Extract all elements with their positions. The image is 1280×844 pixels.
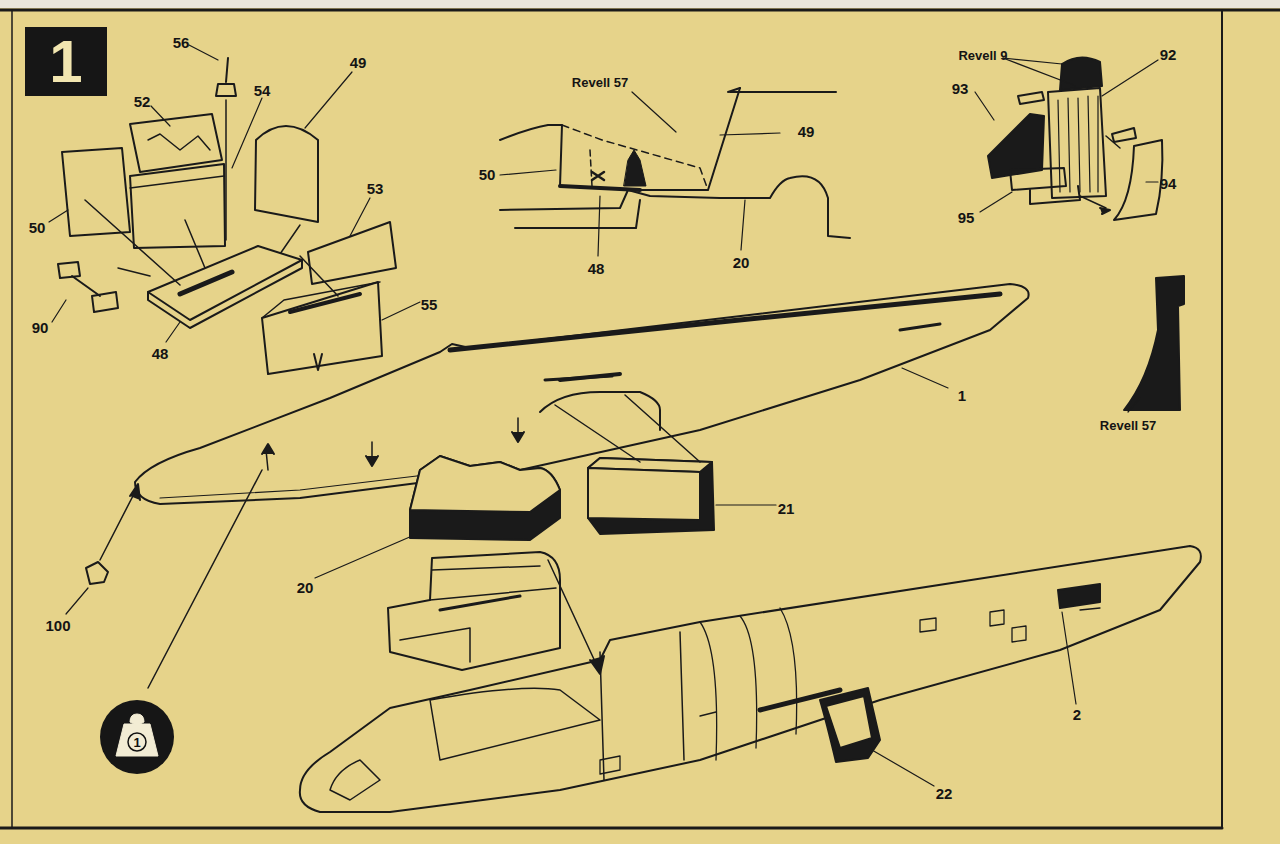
callout-number: 92	[1160, 47, 1177, 62]
callout-number: 54	[254, 83, 271, 98]
paint-reference: Revell 57	[572, 76, 628, 89]
callout-number: 20	[733, 255, 750, 270]
paint-reference: Revell 57	[1100, 419, 1156, 432]
weight-symbol: 1	[100, 700, 174, 774]
callout-number: 94	[1160, 176, 1177, 191]
callout-number: 48	[588, 261, 605, 276]
callout-number: 20	[297, 580, 314, 595]
paint-reference: Revell 9	[958, 49, 1007, 62]
callout-number: 50	[479, 167, 496, 182]
callout-number: 55	[421, 297, 438, 312]
callout-number: 52	[134, 94, 151, 109]
callout-number: 50	[29, 220, 46, 235]
callout-number: 21	[778, 501, 795, 516]
callout-number: 49	[798, 124, 815, 139]
callout-number: 93	[952, 81, 969, 96]
callout-number: 49	[350, 55, 367, 70]
callout-number: 1	[958, 388, 966, 403]
callout-number: 56	[173, 35, 190, 50]
callout-number: 48	[152, 346, 169, 361]
callout-number: 100	[45, 618, 70, 633]
step-number-box: 1	[25, 27, 107, 96]
callout-number: 90	[32, 320, 49, 335]
callout-number: 53	[367, 181, 384, 196]
callout-number: 95	[958, 210, 975, 225]
callout-number: 22	[936, 786, 953, 801]
weight-number: 1	[133, 736, 140, 749]
step-number: 1	[49, 27, 82, 96]
callout-number: 2	[1073, 707, 1081, 722]
